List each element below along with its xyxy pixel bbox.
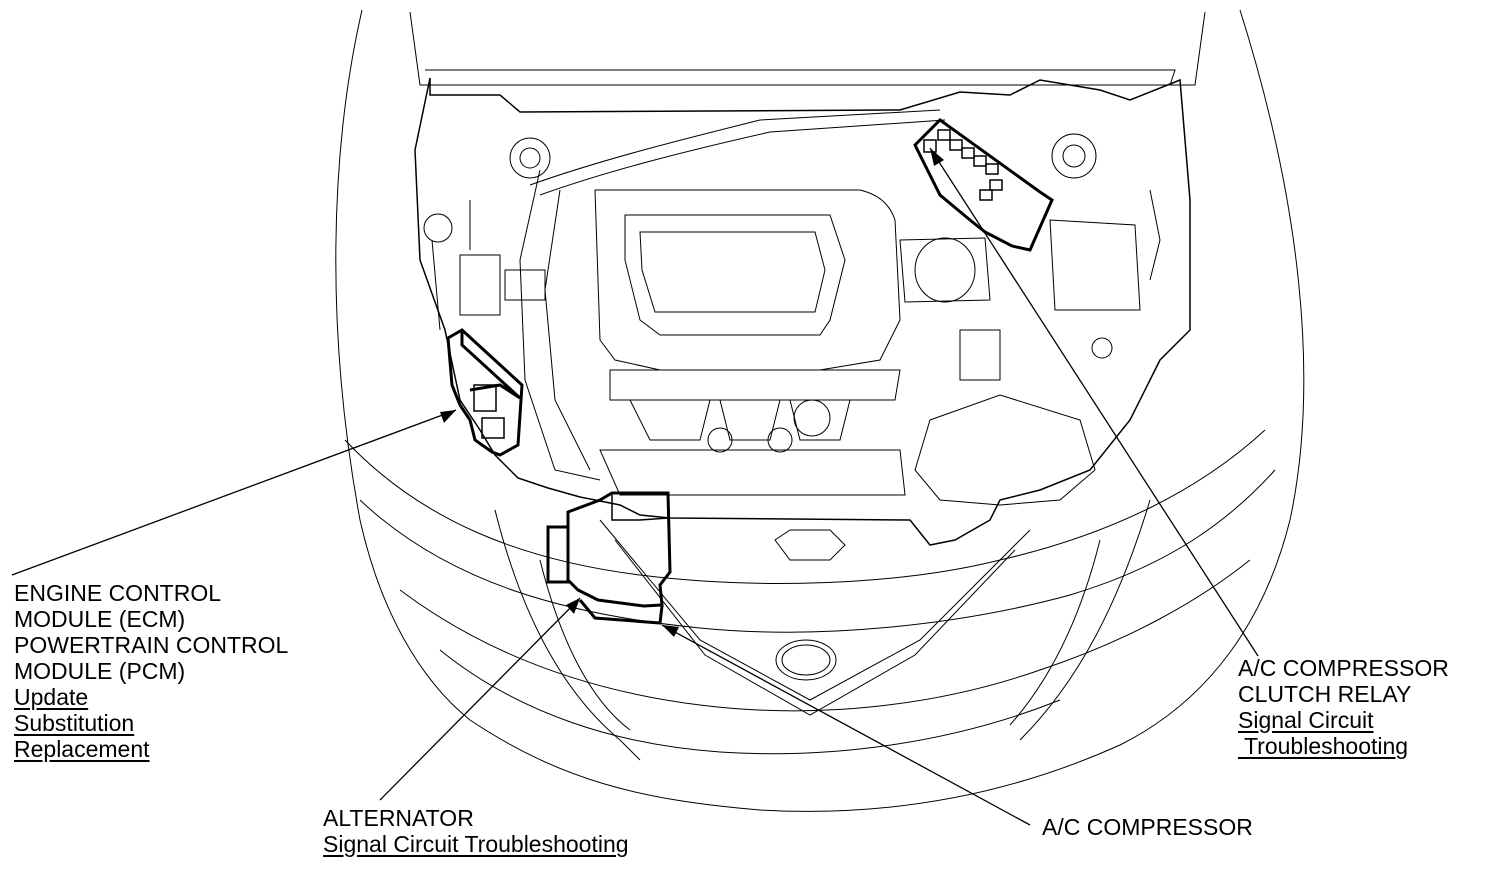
- car-body-outline: [335, 9, 1305, 812]
- compressor-arrowhead: [662, 625, 679, 637]
- ac-relay-fuse-box: [913, 118, 1054, 252]
- ecm-label-line-4: MODULE (PCM): [14, 658, 186, 684]
- alternator-leader-line: [379, 597, 581, 801]
- ac-compressor-callout: A/C COMPRESSOR: [1042, 814, 1253, 840]
- ac-relay-callout: A/C COMPRESSOR CLUTCH RELAY Signal Circu…: [1238, 655, 1449, 759]
- ecm-arrowhead: [440, 410, 456, 423]
- compressor-label: A/C COMPRESSOR: [1042, 814, 1253, 840]
- ecm-leader-line: [11, 409, 457, 576]
- compressor-leader-line: [661, 624, 1031, 826]
- engine-compartment: [414, 77, 1191, 546]
- relay-troubleshooting-link[interactable]: Troubleshooting: [1238, 733, 1409, 759]
- ecm-label-line-2: MODULE (ECM): [14, 606, 186, 632]
- leader-lines: [11, 147, 1259, 826]
- relay-leader-line: [929, 147, 1259, 657]
- alternator-and-compressor: [546, 491, 672, 625]
- ecm-pcm-callout: ENGINE CONTROL MODULE (ECM) POWERTRAIN C…: [14, 580, 288, 762]
- relay-label-line-2: CLUTCH RELAY: [1238, 681, 1412, 707]
- ecm-substitution-link[interactable]: Substitution: [14, 710, 135, 736]
- alternator-callout: ALTERNATOR Signal Circuit Troubleshootin…: [323, 805, 629, 857]
- ecm-replacement-link[interactable]: Replacement: [14, 736, 150, 762]
- ecm-pcm-module: [446, 328, 524, 457]
- relay-signal-circuit-link[interactable]: Signal Circuit: [1238, 707, 1374, 733]
- alternator-arrowhead: [566, 598, 580, 614]
- alternator-troubleshooting-link[interactable]: Signal Circuit Troubleshooting: [323, 831, 629, 857]
- relay-arrowhead: [930, 148, 944, 166]
- ecm-label-line-1: ENGINE CONTROL: [14, 580, 222, 606]
- ecm-update-link[interactable]: Update: [14, 684, 89, 710]
- relay-label-line-1: A/C COMPRESSOR: [1238, 655, 1449, 681]
- ecm-label-line-3: POWERTRAIN CONTROL: [14, 632, 289, 658]
- alternator-label: ALTERNATOR: [323, 805, 474, 831]
